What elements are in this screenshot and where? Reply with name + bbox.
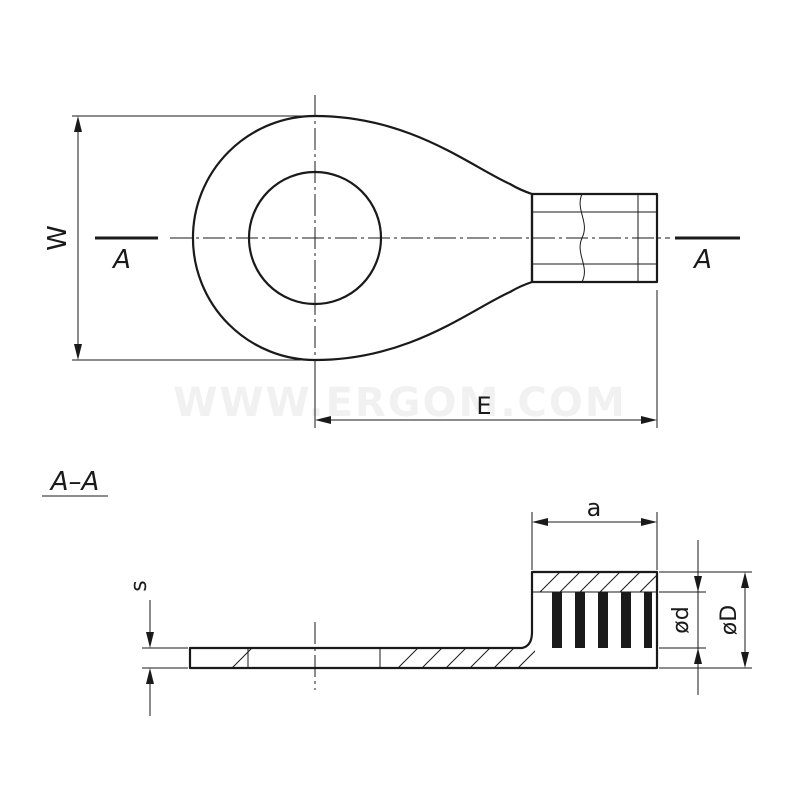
section-title: A–A bbox=[49, 467, 100, 497]
e-arrow-left bbox=[315, 416, 331, 424]
w-arrow-bottom bbox=[74, 344, 82, 360]
e-arrow-right bbox=[641, 416, 657, 424]
section-profile bbox=[188, 570, 659, 670]
d-arrow-top bbox=[694, 576, 702, 592]
top-view: A A W E bbox=[43, 95, 740, 428]
s-arrow-bottom bbox=[146, 668, 154, 684]
od-arrow-top bbox=[741, 572, 749, 588]
section-label-left: A bbox=[111, 245, 131, 275]
w-label: W bbox=[43, 225, 73, 251]
barrel-serrations bbox=[552, 592, 652, 648]
s-label: s bbox=[127, 580, 152, 591]
barrel-break-line bbox=[579, 193, 585, 283]
plate-hatching bbox=[231, 648, 535, 668]
section-view: A–A bbox=[42, 467, 752, 716]
ring-tongue-outline bbox=[191, 114, 534, 362]
section-label-right: A bbox=[692, 245, 712, 275]
s-arrow-top bbox=[146, 632, 154, 648]
od-arrow-bottom bbox=[741, 652, 749, 668]
od-label: øD bbox=[717, 605, 742, 635]
stud-hole bbox=[247, 170, 383, 306]
crimp-barrel bbox=[530, 192, 659, 284]
a-label: a bbox=[587, 494, 602, 522]
barrel-wall-hatching bbox=[539, 572, 657, 592]
w-arrow-top bbox=[74, 116, 82, 132]
a-arrow-left bbox=[532, 518, 548, 526]
d-arrow-bottom bbox=[694, 648, 702, 664]
d-label: ød bbox=[669, 606, 694, 633]
watermark: WWW.ERGOM.COM bbox=[173, 380, 626, 426]
a-arrow-right bbox=[641, 518, 657, 526]
e-label: E bbox=[476, 392, 491, 420]
